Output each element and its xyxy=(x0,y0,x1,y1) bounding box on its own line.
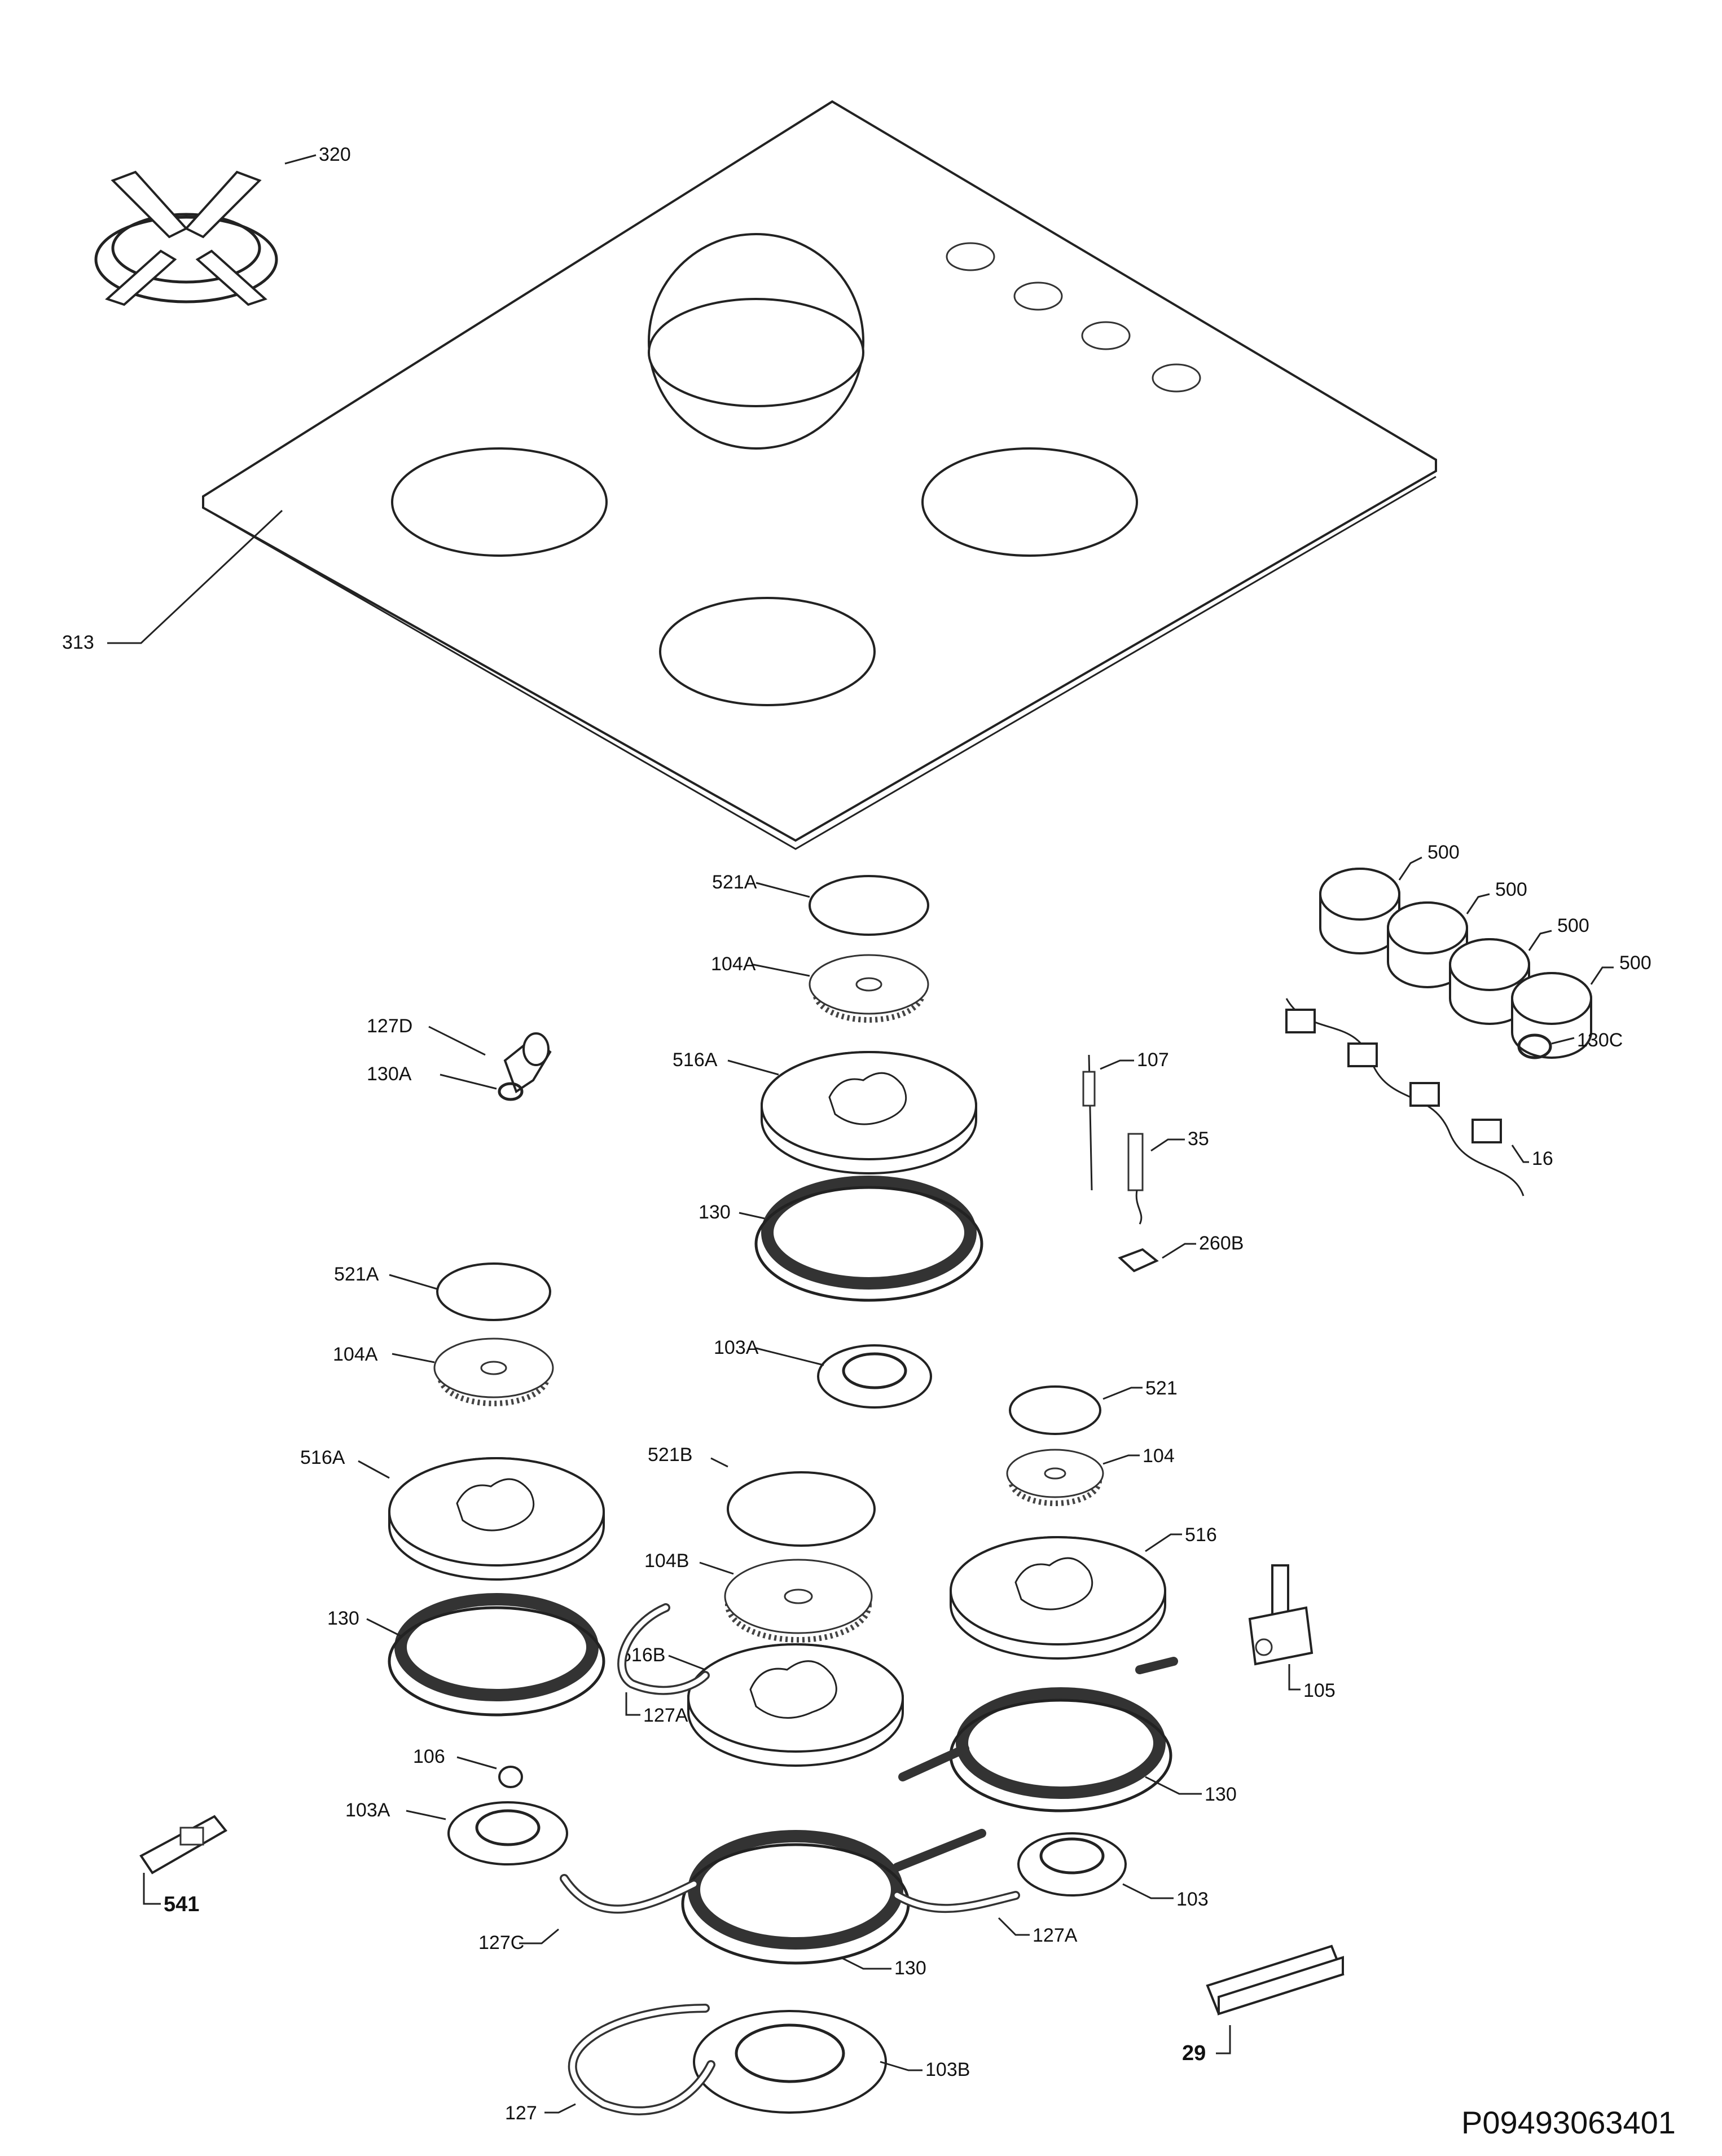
label-104a-left: 104A xyxy=(333,1344,378,1365)
gas-tap-105 xyxy=(1248,1564,1314,1691)
label-107: 107 xyxy=(1137,1049,1169,1071)
label-130c: 130C xyxy=(1577,1029,1623,1051)
left-burner-stack xyxy=(358,1262,605,1865)
right-burner-stack xyxy=(949,1385,1202,1899)
label-104: 104 xyxy=(1143,1445,1175,1467)
label-541: 541 xyxy=(164,1893,199,1916)
label-105: 105 xyxy=(1303,1680,1336,1701)
label-127a-right: 127A xyxy=(1033,1925,1078,1946)
control-knobs-500 xyxy=(1319,856,1614,1059)
label-516: 516 xyxy=(1185,1524,1217,1546)
label-16: 16 xyxy=(1532,1148,1553,1169)
label-521: 521 xyxy=(1145,1378,1178,1399)
label-313: 313 xyxy=(62,632,94,653)
label-320: 320 xyxy=(319,144,351,165)
spark-generator-29 xyxy=(1206,1944,1345,2054)
label-104a-top: 104A xyxy=(711,953,756,975)
label-103a-top: 103A xyxy=(714,1337,759,1358)
label-500-2: 500 xyxy=(1495,879,1527,900)
label-127a-mid: 127A xyxy=(643,1705,688,1726)
label-521a-left: 521A xyxy=(334,1264,379,1285)
label-500-4: 500 xyxy=(1619,952,1651,974)
label-103: 103 xyxy=(1176,1889,1209,1910)
label-500-3: 500 xyxy=(1557,915,1589,936)
label-521b: 521B xyxy=(648,1444,692,1466)
label-127d: 127D xyxy=(367,1015,412,1037)
label-130-top: 130 xyxy=(699,1202,731,1223)
label-521a-top: 521A xyxy=(712,872,757,893)
label-127: 127 xyxy=(505,2102,537,2124)
label-130-left: 130 xyxy=(327,1608,359,1629)
top-burner-stack xyxy=(727,875,983,1409)
label-516a-left: 516A xyxy=(300,1447,345,1468)
label-104b: 104B xyxy=(644,1550,689,1572)
drawing-code: P09493063401 xyxy=(1461,2105,1676,2140)
gas-pipes xyxy=(519,1603,1030,2115)
label-29: 29 xyxy=(1182,2041,1206,2065)
label-127c: 127C xyxy=(478,1932,524,1953)
ignition-electrode-35 xyxy=(1127,1133,1185,1225)
clip-260b xyxy=(1118,1243,1196,1273)
label-130-right: 130 xyxy=(1205,1784,1237,1805)
connector-541 xyxy=(139,1815,228,1905)
label-103a-left: 103A xyxy=(345,1799,390,1821)
ignition-switch-harness-16 xyxy=(1285,998,1575,1196)
elbow-fitting-127d xyxy=(428,1026,552,1101)
pan-support-320 xyxy=(94,154,317,306)
label-106: 106 xyxy=(413,1746,445,1767)
label-130a: 130A xyxy=(367,1063,412,1085)
label-500-1: 500 xyxy=(1427,842,1460,863)
label-103b: 103B xyxy=(925,2059,970,2080)
hob-top-313 xyxy=(107,100,1437,850)
thermocouple-107 xyxy=(1082,1054,1134,1191)
label-260b: 260B xyxy=(1199,1233,1244,1254)
label-516a-top: 516A xyxy=(673,1049,718,1071)
centre-burner-stack xyxy=(668,1457,922,2114)
label-35: 35 xyxy=(1188,1128,1209,1150)
label-130-center: 130 xyxy=(894,1957,926,1979)
